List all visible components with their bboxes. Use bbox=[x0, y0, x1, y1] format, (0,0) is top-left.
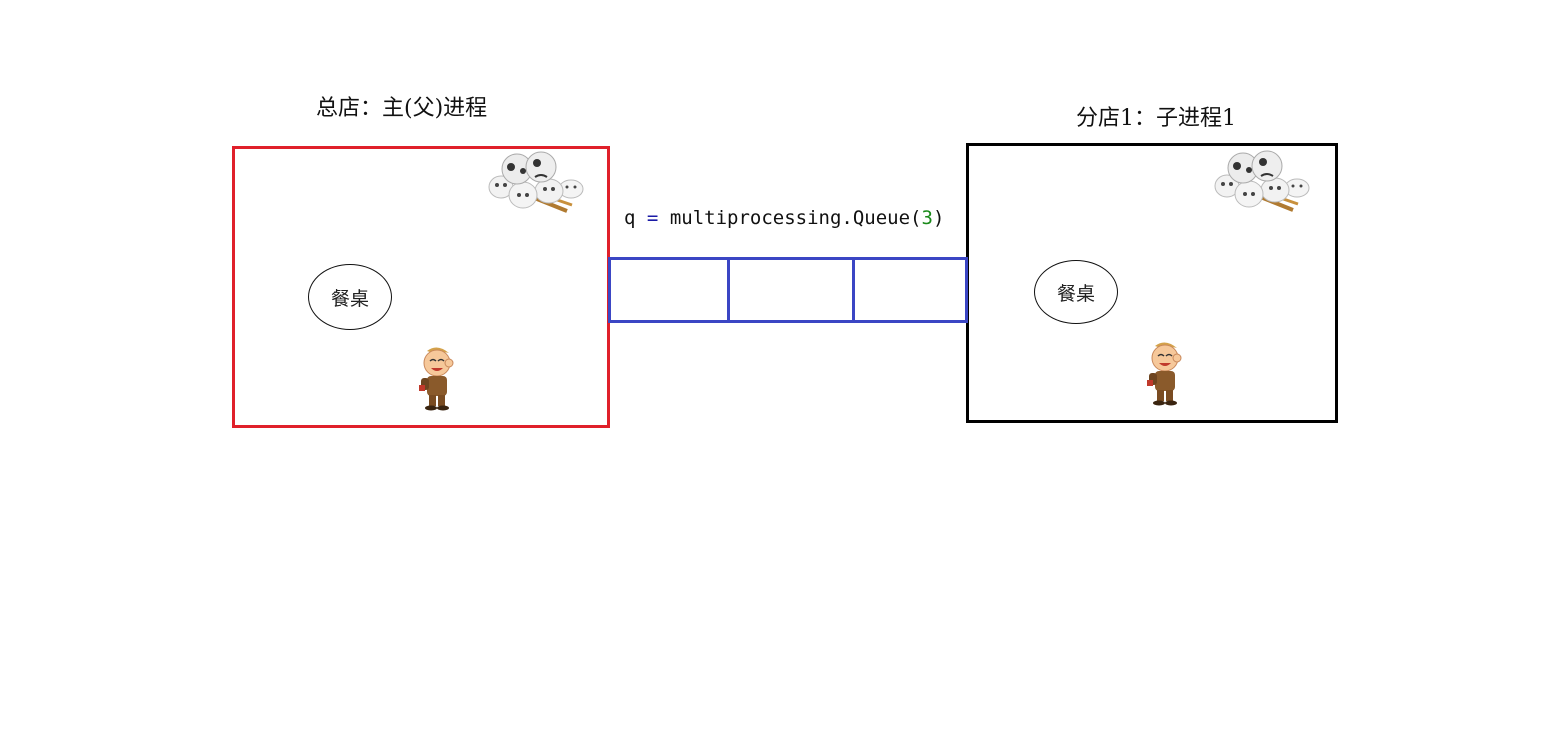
main-process-box: 餐桌 bbox=[232, 146, 610, 428]
queue-call: multiprocessing.Queue( bbox=[669, 207, 922, 229]
queue-slot bbox=[611, 260, 730, 320]
queue-slot bbox=[855, 260, 965, 320]
main-process-title: 总店：主(父)进程 bbox=[316, 96, 488, 121]
dining-table: 餐桌 bbox=[1034, 260, 1118, 324]
queue-var: q bbox=[624, 207, 636, 229]
child-process-box: 餐桌 bbox=[966, 143, 1338, 423]
dining-table: 餐桌 bbox=[308, 264, 392, 330]
cartoon-boy-icon bbox=[1143, 340, 1187, 410]
queue-box bbox=[608, 257, 968, 323]
queue-assign-op: = bbox=[646, 207, 659, 229]
queue-size-arg: 3 bbox=[921, 207, 933, 229]
dining-table-label: 餐桌 bbox=[330, 287, 369, 310]
child-process-title: 分店1：子进程1 bbox=[1076, 106, 1236, 131]
steamed-buns-icon bbox=[1213, 150, 1313, 216]
dining-table-label: 餐桌 bbox=[1056, 282, 1095, 305]
queue-call-close: ) bbox=[932, 207, 945, 229]
cartoon-boy-icon bbox=[415, 345, 459, 415]
queue-slot bbox=[730, 260, 855, 320]
queue-code-label: q = multiprocessing.Queue(3) bbox=[624, 207, 944, 229]
steamed-buns-icon bbox=[487, 151, 587, 217]
